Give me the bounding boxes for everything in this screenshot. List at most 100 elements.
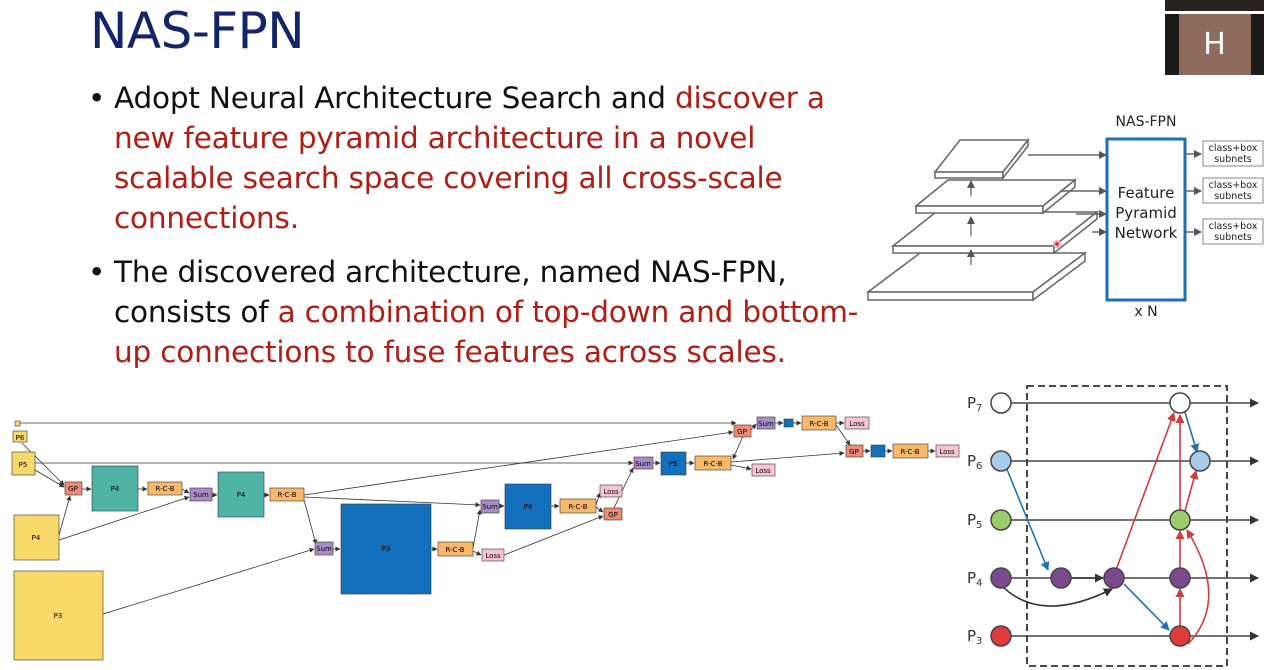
intermediate-node-p4 [1050,567,1072,589]
sum-node: Sum [633,456,654,470]
output-node-p3 [1169,625,1191,647]
repeat-label: x N [1134,304,1157,320]
feature-node-p4: P4 [91,465,139,512]
svg-text:R-C-B: R-C-B [809,420,828,428]
output-node-p7 [1169,392,1191,414]
svg-text:Loss: Loss [849,420,865,428]
input-node-p4 [990,567,1012,589]
svg-text:R-C-B: R-C-B [900,448,919,456]
rcb-node: R-C-B [437,541,474,557]
level-label-p6: P6 [967,452,982,472]
output-node-p6 [1189,450,1211,472]
svg-text:subnets: subnets [1214,154,1252,165]
level-label-p7: P7 [967,394,982,414]
gp-node: GP [603,507,623,521]
bullet-1-highlight: discover a new feature pyramid architect… [114,81,825,235]
fpn-box-line-2: Pyramid [1115,204,1177,222]
subnet-box-2: class+box subnets [1202,177,1264,204]
input-node-p6: P6 [12,430,28,443]
fpn-box-line-3: Network [1115,224,1178,242]
feature-node-p4: P4 [217,471,265,518]
bullet-1-text: Adopt Neural Architecture Search and [114,81,675,115]
svg-text:R-C-B: R-C-B [277,491,296,499]
bullet-1: Adopt Neural Architecture Search and dis… [88,78,878,238]
backbone-layer-4 [865,251,1088,302]
loss-node: Loss [599,484,623,498]
svg-text:subnets: subnets [1214,232,1252,243]
webcam-video [1165,0,1264,11]
sum-node: Sum [189,487,213,502]
sum-node: Sum [314,541,334,556]
svg-text:P5: P5 [19,461,28,469]
input-node-p3: P3 [13,570,104,661]
nas-fpn-overview-diagram: NAS-FPN Feature Pyramid Network x N clas… [865,114,1264,320]
svg-text:P4: P4 [524,503,533,511]
feature-node-p4: P4 [504,483,552,530]
svg-text:Sum: Sum [316,545,332,553]
svg-text:Sum: Sum [758,420,774,428]
feature-node-p5: P5 [660,451,687,476]
svg-text:R-C-B: R-C-B [445,546,464,554]
output-node-p4 [1169,567,1191,589]
gp-node: GP [845,444,864,458]
svg-text:Loss: Loss [603,488,619,496]
rcb-node: R-C-B [559,498,597,514]
cell-boundary [1026,385,1228,667]
input-node-p5 [990,509,1012,531]
svg-text:Loss: Loss [755,467,771,475]
svg-text:P3: P3 [382,545,391,553]
slide-title: NAS-FPN [90,2,305,60]
svg-text:Loss: Loss [485,552,501,560]
svg-text:P6: P6 [16,434,25,442]
svg-text:GP: GP [608,511,618,519]
input-node-p3 [990,625,1012,647]
bullet-2-highlight: a combination of top-down and bottom-up … [114,295,859,369]
svg-text:subnets: subnets [1214,191,1252,202]
svg-text:class+box: class+box [1209,221,1258,232]
rcb-node: R-C-B [801,415,837,431]
svg-text:class+box: class+box [1209,143,1258,154]
gp-node: GP [64,481,83,496]
subnet-box-3: class+box subnets [1202,218,1264,245]
rcb-node: R-C-B [269,487,305,502]
bullet-2: The discovered architecture, named NAS-F… [88,252,878,372]
fpn-box-line-1: Feature [1118,184,1175,202]
rcb-node: R-C-B [147,481,183,496]
input-node-p6 [990,450,1012,472]
level-label-p3: P3 [967,627,982,647]
svg-text:Sum: Sum [482,503,498,511]
bullet-2-text: The discovered architecture, named NAS-F… [114,255,787,329]
svg-text:Sum: Sum [193,491,209,499]
level-label-p5: P5 [967,511,982,531]
svg-text:Sum: Sum [635,460,651,468]
input-node-p7 [990,392,1012,414]
output-node-p5 [1169,509,1191,531]
feature-node-p7 [783,418,794,428]
loss-node: Loss [481,548,505,562]
svg-text:R-C-B: R-C-B [568,503,587,511]
input-node-p7 [14,420,21,427]
subnet-box-1: class+box subnets [1202,140,1264,167]
bullet-list: Adopt Neural Architecture Search and dis… [88,78,878,386]
loss-node: Loss [844,416,870,430]
input-node-p4: P4 [13,514,60,561]
overview-title: NAS-FPN [1116,114,1177,130]
rcb-node: R-C-B [892,443,929,459]
sum-node: Sum [480,499,500,514]
svg-text:P4: P4 [237,491,246,499]
svg-text:GP: GP [68,485,78,493]
svg-text:R-C-B: R-C-B [703,460,722,468]
level-label-p4: P4 [967,569,982,589]
svg-text:P5: P5 [669,460,678,468]
svg-text:Loss: Loss [939,448,955,456]
sum-node: Sum [756,416,776,430]
feature-node-p6 [870,444,886,458]
svg-text:class+box: class+box [1209,180,1258,191]
participant-avatar[interactable]: H [1165,14,1264,75]
nas-fpn-cell-diagram: P7 P6 P5 P4 P3 [967,385,1259,667]
svg-text:R-C-B: R-C-B [155,485,174,493]
svg-text:P3: P3 [54,612,63,620]
loss-node: Loss [935,444,960,458]
rcb-node: R-C-B [694,455,732,471]
